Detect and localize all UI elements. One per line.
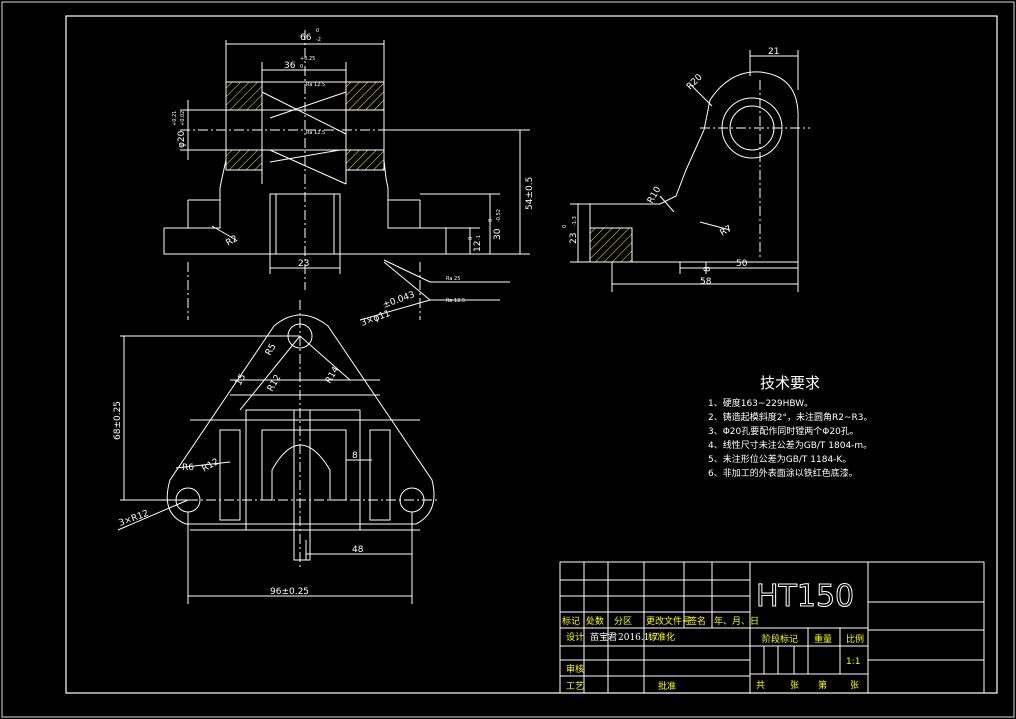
dim-68: 68±0.25 xyxy=(113,401,123,440)
dim-66-tol-low: -2 xyxy=(316,37,321,43)
tech-req-2: 2、铸造起模斜度2°，未注圆角R2~R3。 xyxy=(708,411,872,423)
dim-top-8: 8 xyxy=(352,451,358,461)
tb-design: 设计 xyxy=(566,631,584,643)
tb-h-date: 年、月、日 xyxy=(714,615,759,627)
dim-r15: 15 xyxy=(234,373,248,388)
dim-21: 21 xyxy=(768,47,779,57)
dim-50: 50 xyxy=(736,259,748,269)
tb-review: 审核 xyxy=(566,663,584,675)
dim-bore-tol-low: +0.02 xyxy=(180,111,186,126)
tb-total: 共 xyxy=(756,680,765,691)
tb-approve: 批准 xyxy=(658,680,676,692)
top-view xyxy=(117,300,440,604)
ra-125: Ra 12.5 xyxy=(446,298,465,304)
front-view xyxy=(163,30,530,321)
dim-66-tol-up: 0 xyxy=(316,28,319,34)
dim-r14: R14 xyxy=(324,365,342,386)
tb-weight: 重量 xyxy=(814,633,832,645)
tech-req-6: 6、非加工的外表面涂以铁红色底漆。 xyxy=(708,467,858,479)
tb-h-sign: 签名 xyxy=(688,615,706,627)
tb-process: 工艺 xyxy=(566,681,584,692)
dim-54: 54±0.5 xyxy=(525,177,535,210)
flatness-tol: ±0.043 xyxy=(382,290,417,311)
tech-req-3: 3、Φ20孔要配作同时镗两个Φ20孔。 xyxy=(708,425,859,437)
tb-scale-value: 1:1 xyxy=(846,657,860,667)
ra-mid: Ra 12.5 xyxy=(306,130,325,136)
dim-side-23-tol-up: 0 xyxy=(562,225,568,228)
dim-36-tol-low: 0 xyxy=(300,64,303,70)
dim-36: 36 xyxy=(284,61,296,71)
ra-25: Ra 25 xyxy=(446,276,460,282)
tech-req-4: 4、线性尺寸未注公差为GB/T 1804-m。 xyxy=(708,439,872,451)
tb-no: 第 xyxy=(818,679,827,691)
dim-12-tol-low: -1 xyxy=(476,235,482,240)
dim-12-tol-up: 0 xyxy=(468,237,474,240)
tb-standard: 标准化 xyxy=(648,631,675,643)
dim-holes: 3×R12 xyxy=(118,509,151,529)
tb-scale: 比例 xyxy=(846,633,864,645)
dim-36-tol-up: +0.25 xyxy=(300,56,315,62)
dim-bore-tol-up: +0.21 xyxy=(172,111,178,126)
tech-req-1: 1、硬度163~229HBW。 xyxy=(708,397,813,409)
dim-r2: R2 xyxy=(225,234,240,249)
dim-48: 48 xyxy=(352,545,364,555)
dim-23: 23 xyxy=(298,259,309,269)
dim-side-23: 23 xyxy=(569,233,579,244)
dim-r5: R5 xyxy=(264,342,279,357)
hole-pattern: 3×φ11 xyxy=(360,309,392,329)
tb-stage: 阶段标记 xyxy=(762,633,798,645)
dim-30-tol-up: 0 xyxy=(488,219,494,222)
tb-h-doc: 更改文件号 xyxy=(646,615,691,627)
tb-h-zone: 分区 xyxy=(614,616,632,627)
ra-top: Ra 12.5 xyxy=(306,82,325,88)
material-label: HT150 xyxy=(756,579,854,614)
dim-side-23-tol-low: -1.3 xyxy=(572,216,578,226)
dim-bore: φ20 xyxy=(177,130,187,148)
dim-r10: R10 xyxy=(646,185,664,206)
tb-designer: 苗宝君 xyxy=(590,631,617,643)
dim-58: 58 xyxy=(700,277,712,287)
dim-96: 96±0.25 xyxy=(270,587,309,597)
tech-req-5: 5、未注形位公差为GB/T 1184-K。 xyxy=(708,453,851,465)
dim-66: 66 xyxy=(300,33,312,43)
dim-r12: R12 xyxy=(266,373,284,393)
dim-r7: R7 xyxy=(719,224,734,239)
dim-r20: R20 xyxy=(685,72,705,92)
inner-border xyxy=(65,15,998,694)
side-view xyxy=(570,50,810,292)
tb-unit: 张 xyxy=(790,680,799,691)
dim-30: 30 xyxy=(493,228,503,240)
dim-12: 12 xyxy=(473,241,483,252)
dim-8: 8 xyxy=(703,266,713,272)
tb-h-count: 处数 xyxy=(586,615,604,627)
dim-r6: R6 xyxy=(182,463,194,473)
tech-req-title: 技术要求 xyxy=(760,374,820,392)
tb-h-mark: 标记 xyxy=(562,615,580,627)
dim-r12b: R12 xyxy=(201,457,221,475)
tb-date: 2016.1.7 xyxy=(618,633,658,643)
title-block xyxy=(559,561,985,694)
dim-30-tol-low: -0.52 xyxy=(496,209,502,222)
tb-unit2: 张 xyxy=(850,680,859,691)
